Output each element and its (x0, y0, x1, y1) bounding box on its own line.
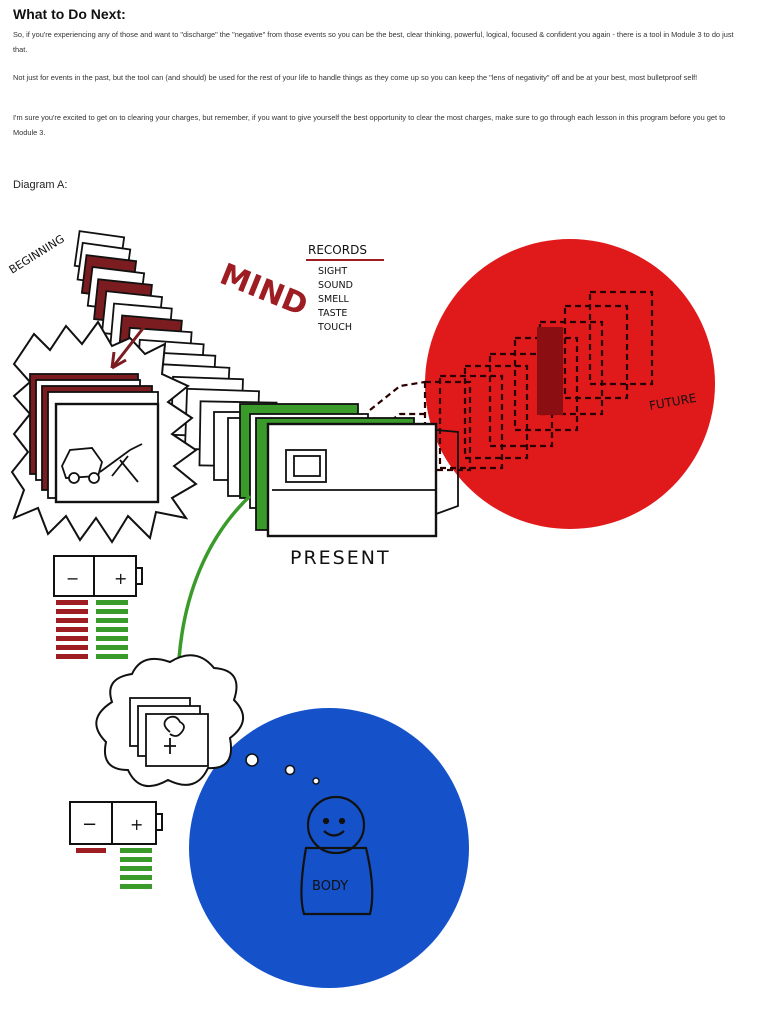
top-negative-bars (56, 600, 88, 659)
bottom-positive-bars (120, 848, 152, 889)
bottom-battery-minus: − (82, 814, 97, 835)
sense-taste: TASTE (317, 308, 347, 319)
diagram-label: Diagram A: (13, 179, 68, 191)
bubble-dot-2 (284, 764, 296, 776)
sense-sight: SIGHT (318, 266, 347, 277)
bubble-cards (129, 697, 209, 767)
mind-label: MIND (215, 257, 313, 324)
future-circle (425, 239, 715, 529)
top-battery-minus: − (66, 569, 79, 588)
memory-card-stack (73, 230, 459, 538)
paragraph-2: Not just for events in the past, but the… (13, 73, 698, 82)
records-title: RECORDS (308, 243, 367, 257)
beginning-label: BEGINNING (7, 232, 67, 276)
green-arrow (176, 494, 252, 680)
present-label: PRESENT (290, 547, 391, 569)
bubble-dot-1 (245, 753, 259, 767)
bottom-negative-bar (76, 848, 106, 853)
future-dark-card (537, 327, 563, 415)
top-battery: − + (53, 555, 143, 597)
sense-sound: SOUND (318, 280, 353, 291)
trauma-cards (29, 373, 160, 504)
body-figure (300, 795, 374, 916)
sense-touch: TOUCH (317, 322, 352, 333)
bubble-dot-3 (312, 777, 320, 785)
bottom-battery: − + (69, 801, 163, 845)
body-label: BODY (312, 879, 348, 894)
top-positive-bars (96, 600, 128, 659)
sense-smell: SMELL (318, 294, 350, 305)
bottom-battery-plus: + (130, 815, 143, 834)
paragraph-1: So, if you're experiencing any of those … (13, 30, 734, 54)
section-heading: What to Do Next: (13, 6, 126, 22)
top-battery-plus: + (114, 569, 127, 588)
trauma-arrow (110, 321, 150, 369)
paragraph-3: I'm sure you're excited to get on to cle… (13, 113, 726, 137)
diagram-a: − + − + BEGINNING MIND RECORDS (7, 230, 715, 988)
